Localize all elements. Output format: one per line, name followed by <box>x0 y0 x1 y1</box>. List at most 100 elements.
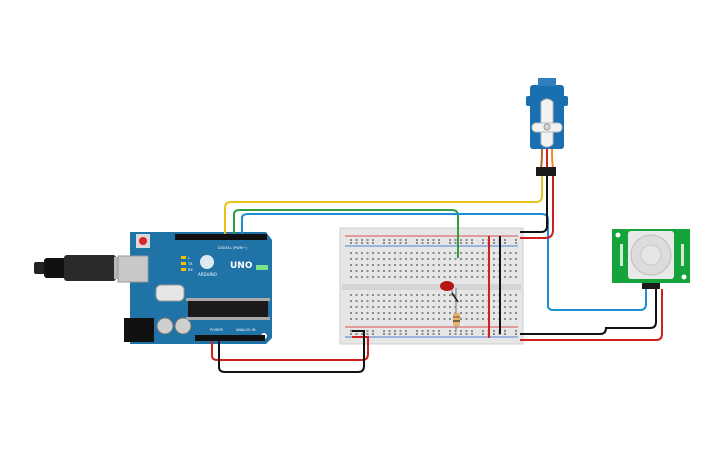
breadboard-hole <box>377 294 380 296</box>
breadboard-hole <box>449 318 451 320</box>
breadboard-hole <box>394 333 396 335</box>
breadboard-hole <box>421 252 424 254</box>
breadboard-hole <box>355 333 358 335</box>
breadboard-hole <box>432 252 435 254</box>
wire-servo-black[interactable] <box>520 176 548 233</box>
breadboard-hole <box>432 264 435 266</box>
breadboard-hole <box>515 300 517 302</box>
digital-header[interactable] <box>175 234 267 240</box>
breadboard-hole <box>372 306 374 308</box>
breadboard-hole <box>482 312 484 314</box>
breadboard-hole <box>405 239 407 241</box>
breadboard-hole <box>399 242 402 244</box>
wire-arduino-5v[interactable] <box>211 336 369 361</box>
breadboard-hole <box>394 330 396 332</box>
breadboard-hole <box>399 239 402 241</box>
breadboard-hole <box>438 312 440 314</box>
breadboard-hole <box>388 330 391 332</box>
breadboard-hole <box>416 300 418 302</box>
center-channel <box>342 284 521 290</box>
breadboard-hole <box>460 270 462 272</box>
breadboard-hole <box>504 258 506 260</box>
breadboard-hole <box>465 294 468 296</box>
breadboard-hole <box>350 276 352 278</box>
breadboard-hole <box>454 270 457 272</box>
breadboard-hole <box>482 276 484 278</box>
breadboard-hole <box>377 264 380 266</box>
breadboard-hole <box>515 306 517 308</box>
wire-blue[interactable] <box>241 213 647 311</box>
breadboard-hole <box>399 294 402 296</box>
breadboard-hole <box>421 333 424 335</box>
breadboard-hole <box>432 306 435 308</box>
breadboard-hole <box>410 294 413 296</box>
breadboard-hole <box>361 294 363 296</box>
wire-yellow[interactable] <box>224 176 543 234</box>
breadboard-hole <box>350 264 352 266</box>
breadboard-hole <box>493 258 495 260</box>
breadboard-hole <box>465 276 468 278</box>
breadboard-hole <box>355 239 358 241</box>
breadboard-hole <box>471 258 473 260</box>
arduino-uno-board[interactable]: UNO ARDUINO DIGITAL (PWM~) POWER ANALOG … <box>117 232 272 344</box>
rx-led <box>181 268 186 271</box>
breadboard-hole <box>427 242 429 244</box>
breadboard-hole <box>388 318 391 320</box>
breadboard[interactable] <box>339 227 524 345</box>
wire-pir-red[interactable] <box>520 289 663 341</box>
breadboard-hole <box>350 333 352 335</box>
breadboard-hole <box>421 318 424 320</box>
breadboard-hole <box>504 300 506 302</box>
resistor[interactable] <box>453 300 460 330</box>
breadboard-hole <box>471 312 473 314</box>
breadboard-hole <box>361 276 363 278</box>
power-analog-header[interactable] <box>195 335 265 341</box>
breadboard-hole <box>383 300 385 302</box>
breadboard-hole <box>471 270 473 272</box>
breadboard-hole <box>399 333 402 335</box>
servo-wire-orange <box>551 148 554 169</box>
wire-led-ground[interactable] <box>451 292 459 303</box>
breadboard-hole <box>432 294 435 296</box>
breadboard-hole <box>460 258 462 260</box>
breadboard-hole <box>399 252 402 254</box>
breadboard-hole <box>427 333 429 335</box>
breadboard-hole <box>372 242 374 244</box>
breadboard-hole <box>504 252 506 254</box>
breadboard-hole <box>460 330 462 332</box>
wire-arduino-gnd[interactable] <box>218 330 365 373</box>
breadboard-hole <box>394 242 396 244</box>
micro-servo[interactable] <box>526 78 568 176</box>
breadboard-hole <box>421 294 424 296</box>
servo-connector <box>536 167 556 176</box>
breadboard-hole <box>460 300 462 302</box>
breadboard-hole <box>460 264 462 266</box>
breadboard-hole <box>372 252 374 254</box>
breadboard-hole <box>355 294 358 296</box>
breadboard-hole <box>465 258 468 260</box>
capacitor <box>174 317 192 335</box>
breadboard-hole <box>471 330 473 332</box>
breadboard-hole <box>388 306 391 308</box>
breadboard-hole <box>416 264 418 266</box>
breadboard-hole <box>388 270 391 272</box>
breadboard-hole <box>476 258 479 260</box>
breadboard-hole <box>355 300 358 302</box>
breadboard-hole <box>421 312 424 314</box>
pir-motion-sensor[interactable] <box>612 229 690 289</box>
breadboard-hole <box>383 294 385 296</box>
breadboard-hole <box>438 270 440 272</box>
breadboard-hole <box>476 252 479 254</box>
breadboard-hole <box>366 306 369 308</box>
breadboard-hole <box>350 294 352 296</box>
breadboard-hole <box>366 276 369 278</box>
breadboard-hole <box>366 300 369 302</box>
breadboard-hole <box>493 264 495 266</box>
breadboard-hole <box>416 330 418 332</box>
breadboard-hole <box>405 276 407 278</box>
wire-pir-black[interactable] <box>520 289 657 335</box>
wire-servo-red[interactable] <box>520 176 554 239</box>
breadboard-hole <box>438 258 440 260</box>
breadboard-hole <box>427 318 429 320</box>
breadboard-hole <box>443 264 446 266</box>
